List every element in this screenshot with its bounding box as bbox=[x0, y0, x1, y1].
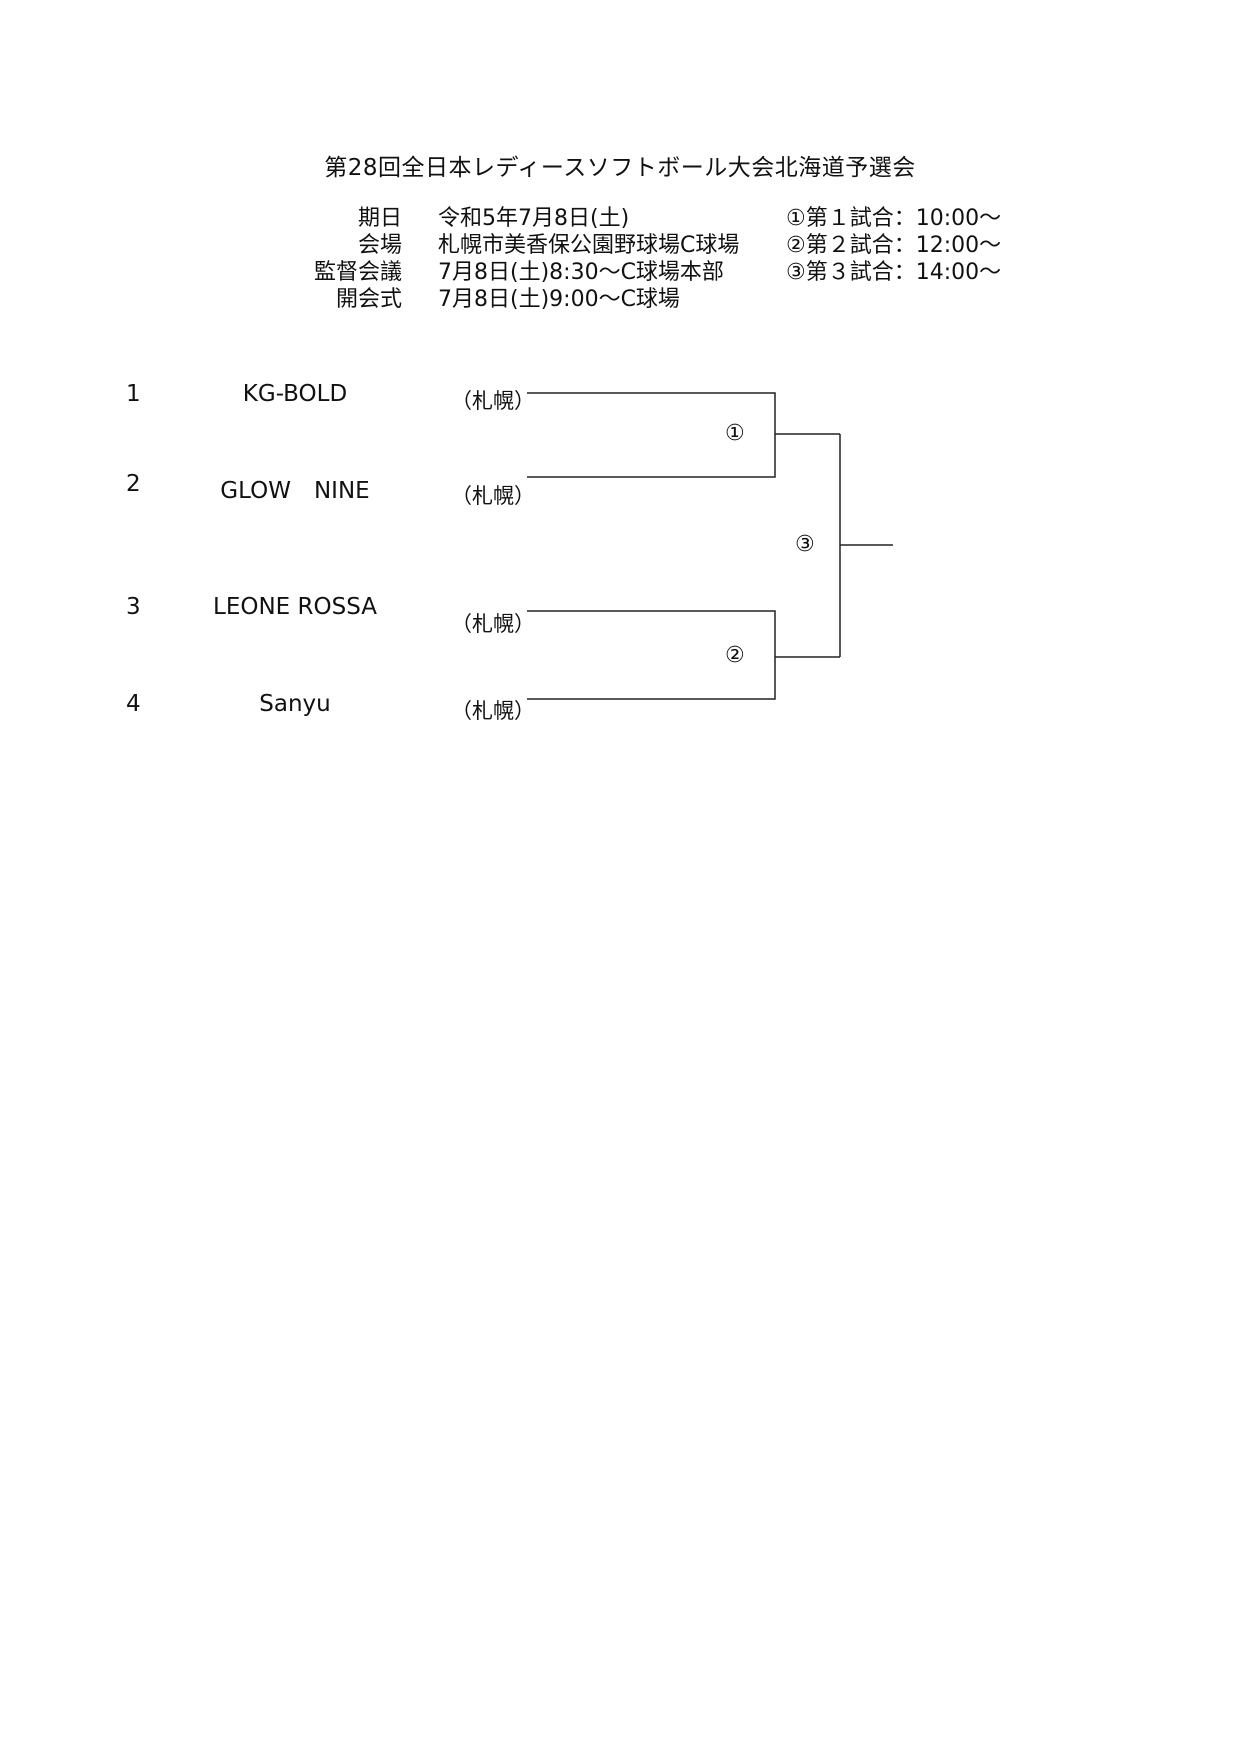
team-name: Sanyu bbox=[259, 691, 331, 717]
schedule-match-3: ③第３試合：14:00〜 bbox=[786, 260, 1002, 285]
team-seed: 1 bbox=[126, 381, 141, 407]
team-name: GLOW NINE bbox=[220, 478, 370, 504]
team-name: LEONE ROSSA bbox=[213, 594, 377, 620]
date-value: 令和5年7月8日(土) bbox=[438, 206, 630, 231]
team-region: （札幌） bbox=[451, 612, 535, 636]
team-region: （札幌） bbox=[451, 699, 535, 723]
bracket-match-1-lines bbox=[527, 392, 776, 478]
managers-meeting-label: 監督会議 bbox=[313, 260, 402, 285]
team-region: （札幌） bbox=[451, 389, 535, 413]
opening-ceremony-label: 開会式 bbox=[335, 287, 402, 312]
venue-label: 会場 bbox=[357, 233, 402, 258]
team-region: （札幌） bbox=[451, 484, 535, 508]
page-title: 第28回全日本レディースソフトボール大会北海道予選会 bbox=[324, 155, 916, 181]
bracket-match-2-lines bbox=[527, 610, 776, 700]
team-seed: 4 bbox=[126, 691, 141, 717]
schedule-match-2: ②第２試合：12:00〜 bbox=[786, 233, 1002, 258]
match-3-marker: ③ bbox=[795, 532, 815, 557]
team-name: KG-BOLD bbox=[242, 381, 348, 407]
match-2-marker: ② bbox=[725, 643, 745, 668]
team-seed: 3 bbox=[126, 594, 141, 620]
tournament-bracket bbox=[527, 392, 893, 700]
schedule-match-1: ①第１試合：10:00〜 bbox=[786, 206, 1002, 231]
date-label: 期日 bbox=[357, 206, 402, 231]
opening-ceremony-value: 7月8日(土)9:00〜C球場 bbox=[438, 287, 680, 312]
team-seed: 2 bbox=[126, 471, 141, 497]
managers-meeting-value: 7月8日(土)8:30〜C球場本部 bbox=[438, 260, 724, 285]
venue-value: 札幌市美香保公園野球場C球場 bbox=[438, 233, 740, 258]
match-1-marker: ① bbox=[725, 421, 745, 446]
